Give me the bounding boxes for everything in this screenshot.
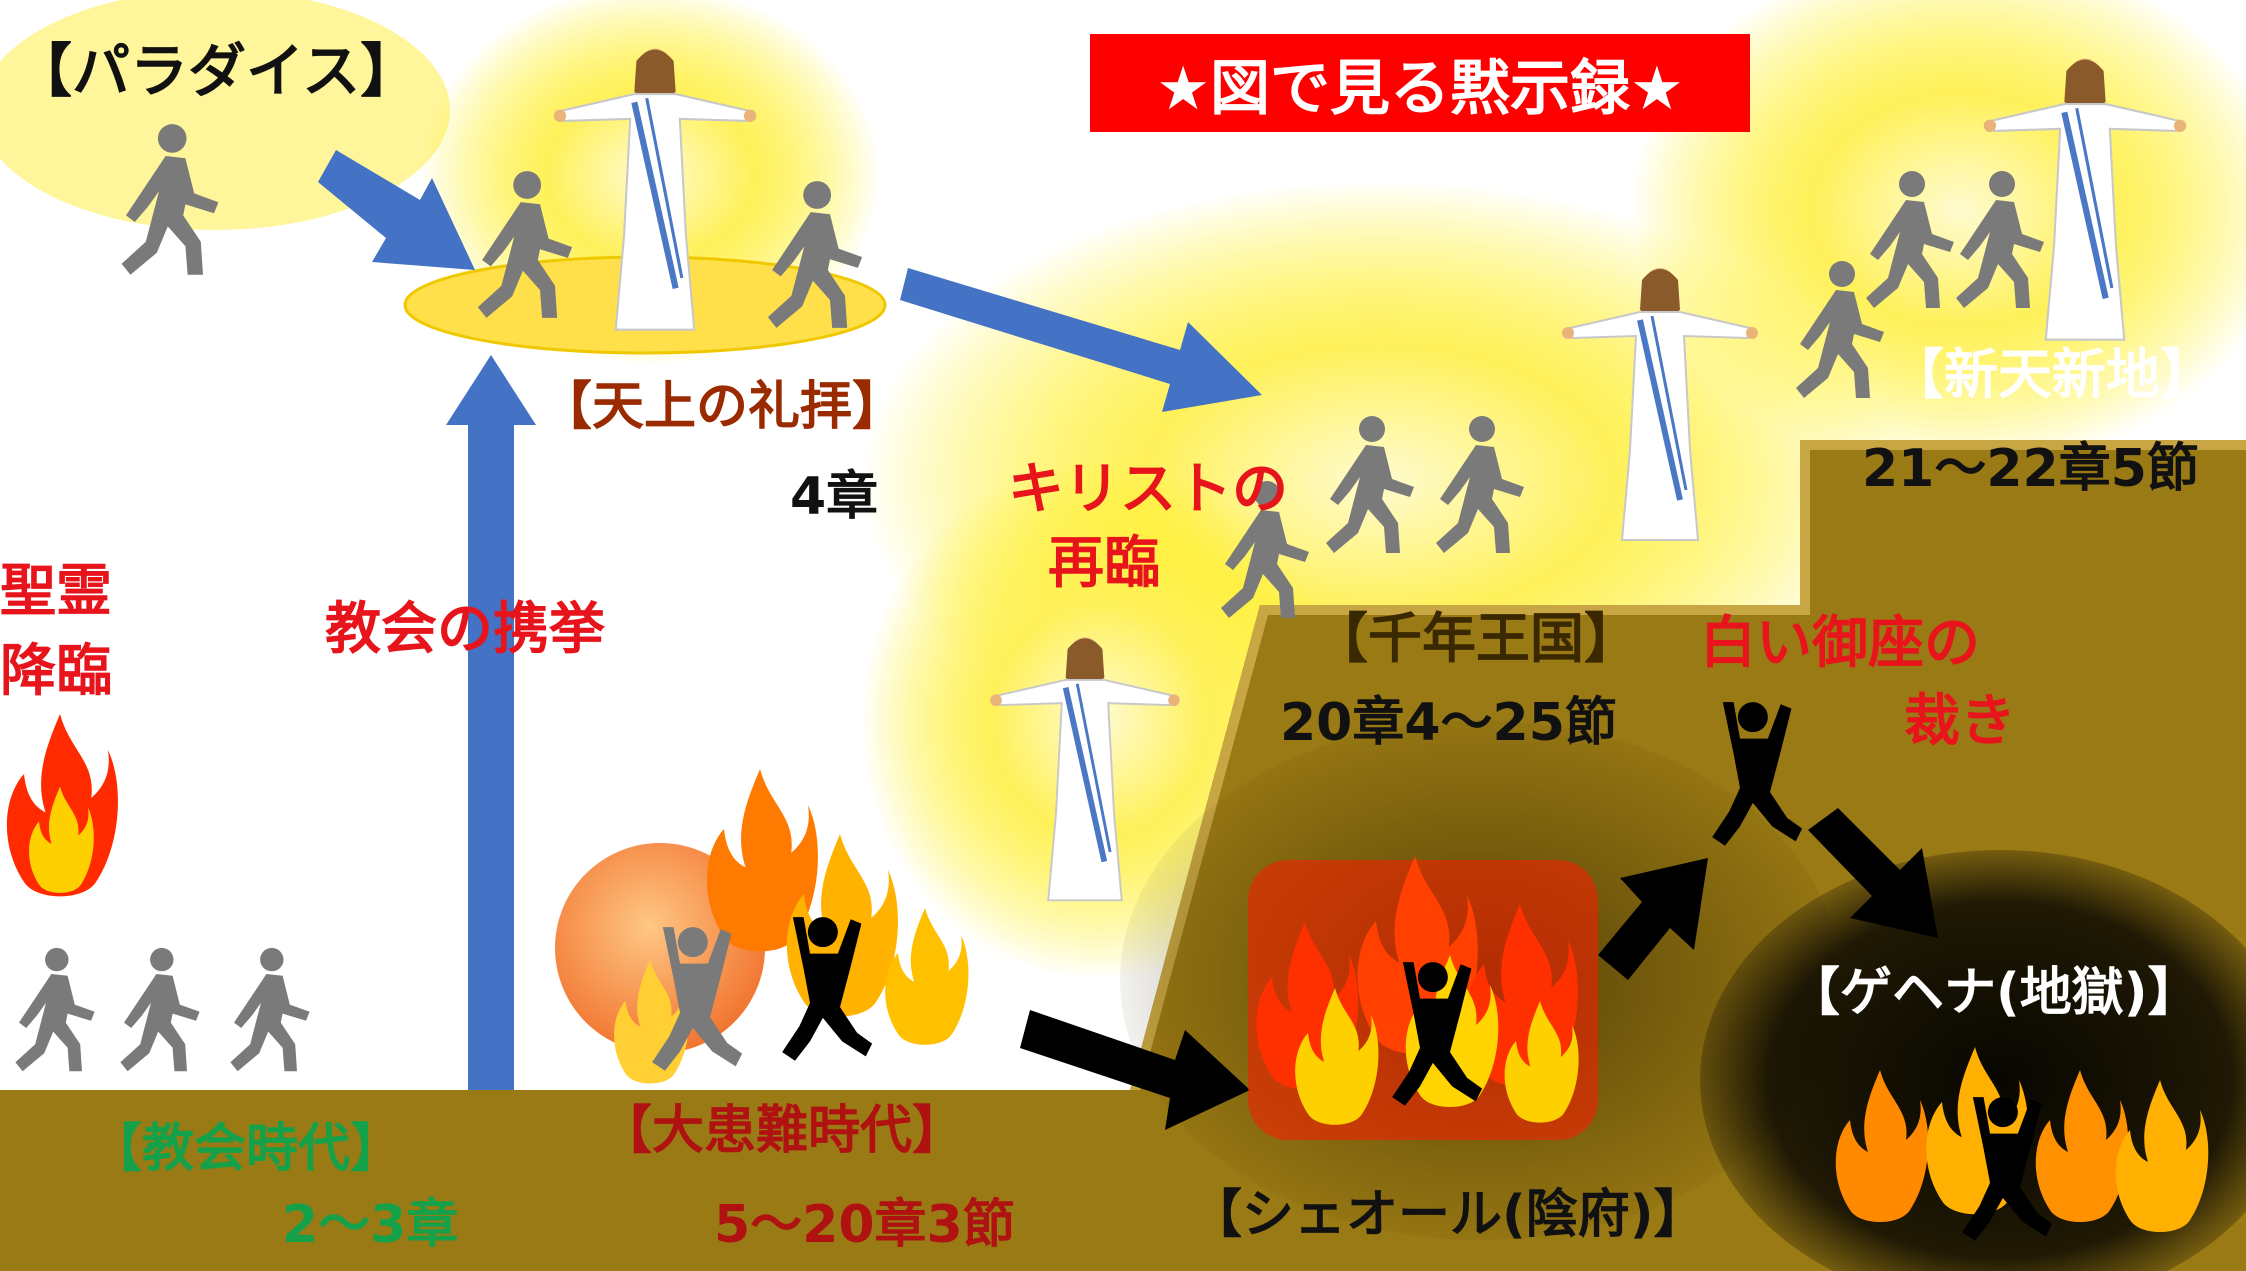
- label-gehenna: 【ゲヘナ(地獄)】: [1788, 963, 2200, 1023]
- diagram-title: ★図で見る黙示録★: [1156, 53, 1684, 124]
- label-tribulation: 【大患難時代】: [600, 1101, 965, 1161]
- person-walking-icon: [120, 947, 200, 1072]
- label-holy-spirit-1: 聖霊: [0, 559, 112, 624]
- label-holy-spirit-2: 降臨: [0, 639, 112, 704]
- label-sheol: 【シェオール(陰府)】: [1190, 1185, 1706, 1245]
- label-second-coming-2: 再臨: [1048, 531, 1160, 596]
- label-church-age: 【教会時代】: [90, 1119, 403, 1179]
- person-walking-icon: [230, 947, 310, 1072]
- second-coming-arrow: [900, 268, 1262, 412]
- sheol-arrow: [1020, 1010, 1250, 1130]
- rapture-arrow-head: [446, 355, 536, 425]
- person-walking-icon: [15, 947, 95, 1072]
- label-new-heaven-ref: 21〜22章5節: [1862, 439, 2199, 499]
- label-millennium: 【千年王国】: [1314, 607, 1638, 670]
- label-white-throne-2: 裁き: [1904, 689, 2016, 754]
- rapture-arrow-shaft: [468, 420, 514, 1090]
- label-tribulation-ref: 5〜20章3節: [714, 1195, 1015, 1255]
- label-second-coming-1: キリストの: [1008, 457, 1288, 522]
- judgment-up-arrow: [1598, 858, 1708, 980]
- label-millennium-ref: 20章4〜25節: [1280, 693, 1617, 753]
- label-church-age-ref: 2〜3章: [282, 1195, 459, 1255]
- label-white-throne-1: 白い御座の: [1700, 611, 1980, 676]
- label-rapture: 教会の携挙: [325, 597, 605, 662]
- paradise-arrow: [318, 150, 475, 270]
- label-new-heaven: 【新天新地】: [1890, 343, 2214, 406]
- label-heavenly-worship: 【天上の礼拝】: [540, 377, 905, 437]
- label-heavenly-worship-ref: 4章: [790, 467, 879, 527]
- label-paradise: 【パラダイス】: [14, 37, 419, 105]
- diagram-title-box: ★図で見る黙示録★: [1090, 34, 1750, 132]
